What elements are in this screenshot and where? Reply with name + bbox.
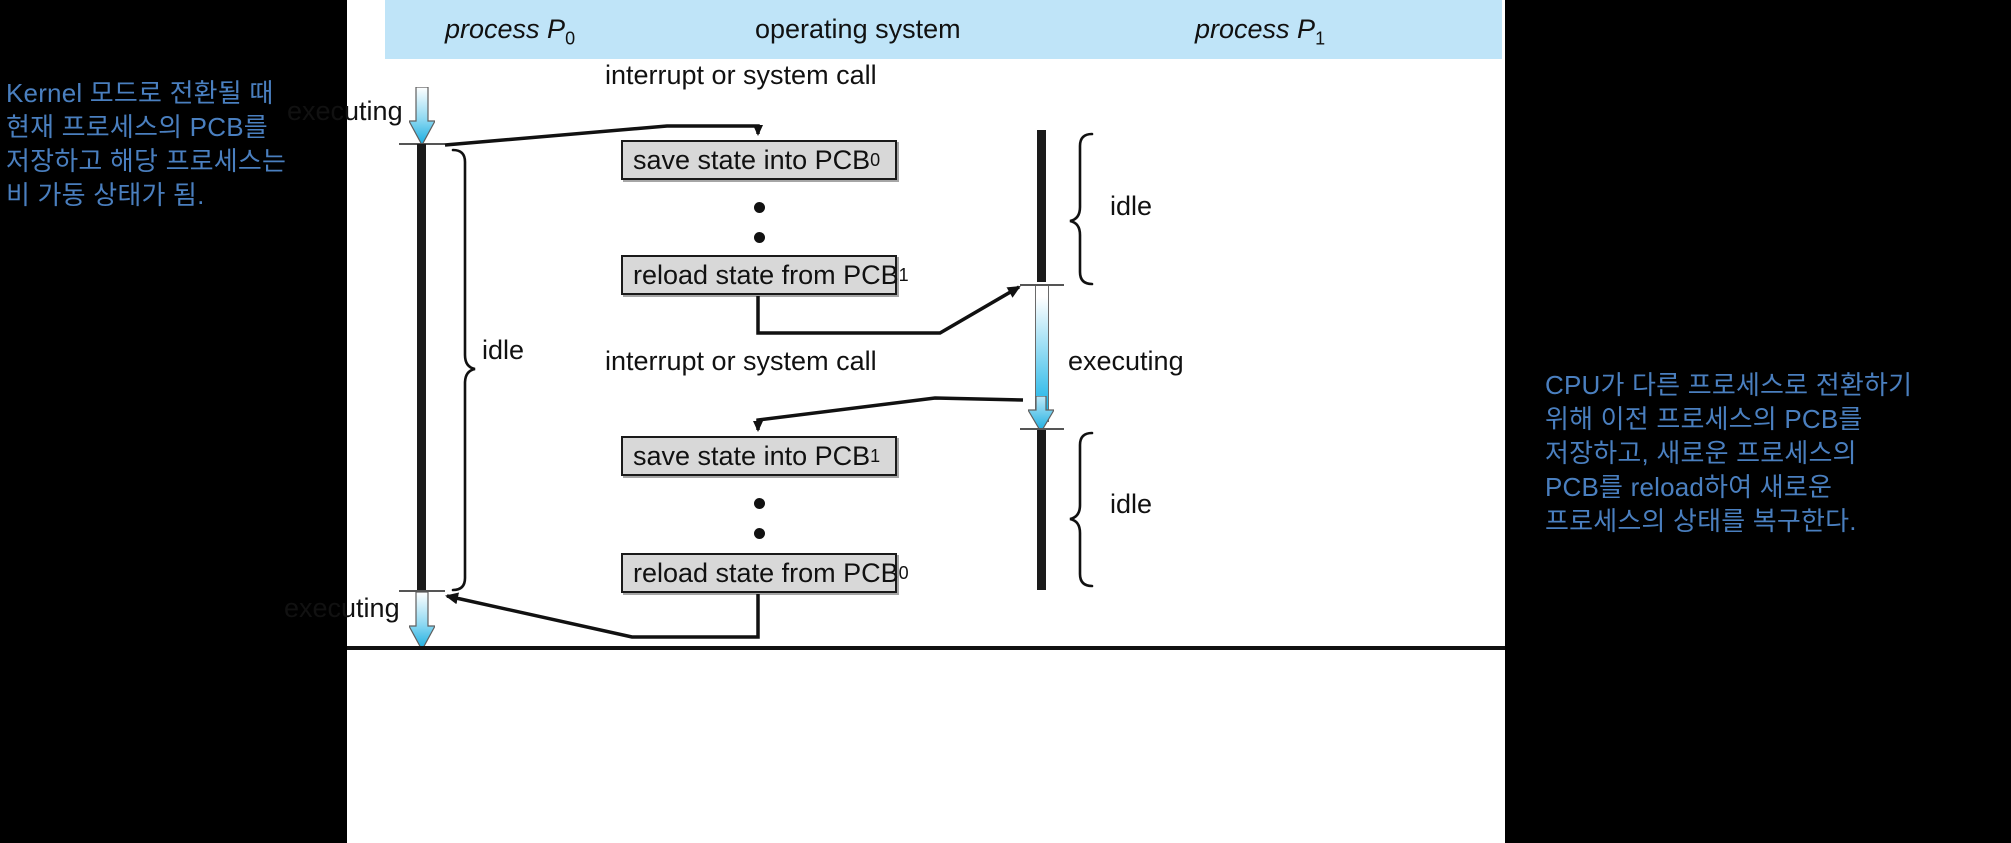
executing-label-p0-bottom: executing	[284, 593, 400, 623]
context-switch-figure: process P0 operating system process P1 i…	[284, 0, 1505, 843]
ellipsis-dot	[754, 498, 765, 509]
timeline-p1-idle-bottom	[1037, 430, 1046, 590]
executing-arrow-p1	[1028, 396, 1054, 432]
brace-p1-idle-top	[1069, 132, 1094, 286]
header-process-p0-text: process P	[445, 14, 566, 44]
box-reload-state-pcb1-label: reload state from PCB	[633, 259, 899, 290]
ellipsis-dot	[754, 232, 765, 243]
box-reload-state-pcb0-subscript: 0	[898, 562, 909, 583]
wire-p1-to-save1	[753, 396, 1024, 432]
figure-header-band: process P0 operating system process P1	[385, 0, 1502, 59]
executing-arrow-p0-top	[409, 87, 435, 145]
tick-p1-bottom	[1020, 428, 1064, 430]
box-save-state-pcb1-label: save state into PCB	[633, 440, 871, 471]
header-label-operating-system: operating system	[755, 14, 961, 44]
timeline-p1-executing	[1035, 286, 1049, 422]
executing-label-p1: executing	[1068, 346, 1184, 376]
header-process-p1-text: process P	[1195, 14, 1316, 44]
timeline-p0-idle	[417, 144, 426, 592]
box-save-state-pcb0-label: save state into PCB	[633, 144, 871, 175]
brace-p0-idle	[451, 148, 476, 592]
right-annotation-text: CPU가 다른 프로세스로 전환하기 위해 이전 프로세스의 PCB를 저장하고…	[1545, 370, 1913, 536]
timeline-p1-idle-top	[1037, 130, 1046, 282]
box-save-state-pcb0-subscript: 0	[870, 149, 881, 170]
idle-label-p0: idle	[482, 335, 525, 365]
box-reload-state-pcb0-label: reload state from PCB	[633, 557, 899, 588]
ellipsis-dot	[754, 528, 765, 539]
interrupt-label-2: interrupt or system call	[605, 346, 877, 376]
interrupt-label-1: interrupt or system call	[605, 60, 877, 90]
connector-wires	[347, 124, 1505, 650]
wire-reload0-to-p0	[445, 592, 760, 639]
header-process-p1-subscript: 1	[1315, 28, 1326, 49]
idle-label-p1-bottom: idle	[1110, 489, 1153, 519]
box-save-state-pcb1-subscript: 1	[870, 445, 881, 466]
tick-p1-top	[1020, 284, 1064, 286]
left-annotation-text: Kernel 모드로 전환될 때 현재 프로세스의 PCB를 저장하고 해당 프…	[6, 78, 287, 210]
ellipsis-dot	[754, 202, 765, 213]
tick-p0-bottom	[399, 590, 445, 592]
header-label-process-p1: process P1	[1195, 14, 1325, 49]
box-reload-state-pcb1-subscript: 1	[898, 264, 909, 285]
header-label-process-p0: process P0	[445, 14, 575, 49]
executing-label-p0-top: executing	[287, 96, 403, 126]
idle-label-p1-top: idle	[1110, 191, 1153, 221]
brace-p1-idle-bottom	[1069, 431, 1094, 588]
header-process-p0-subscript: 0	[565, 28, 576, 49]
executing-arrow-p0-bottom	[409, 592, 435, 650]
